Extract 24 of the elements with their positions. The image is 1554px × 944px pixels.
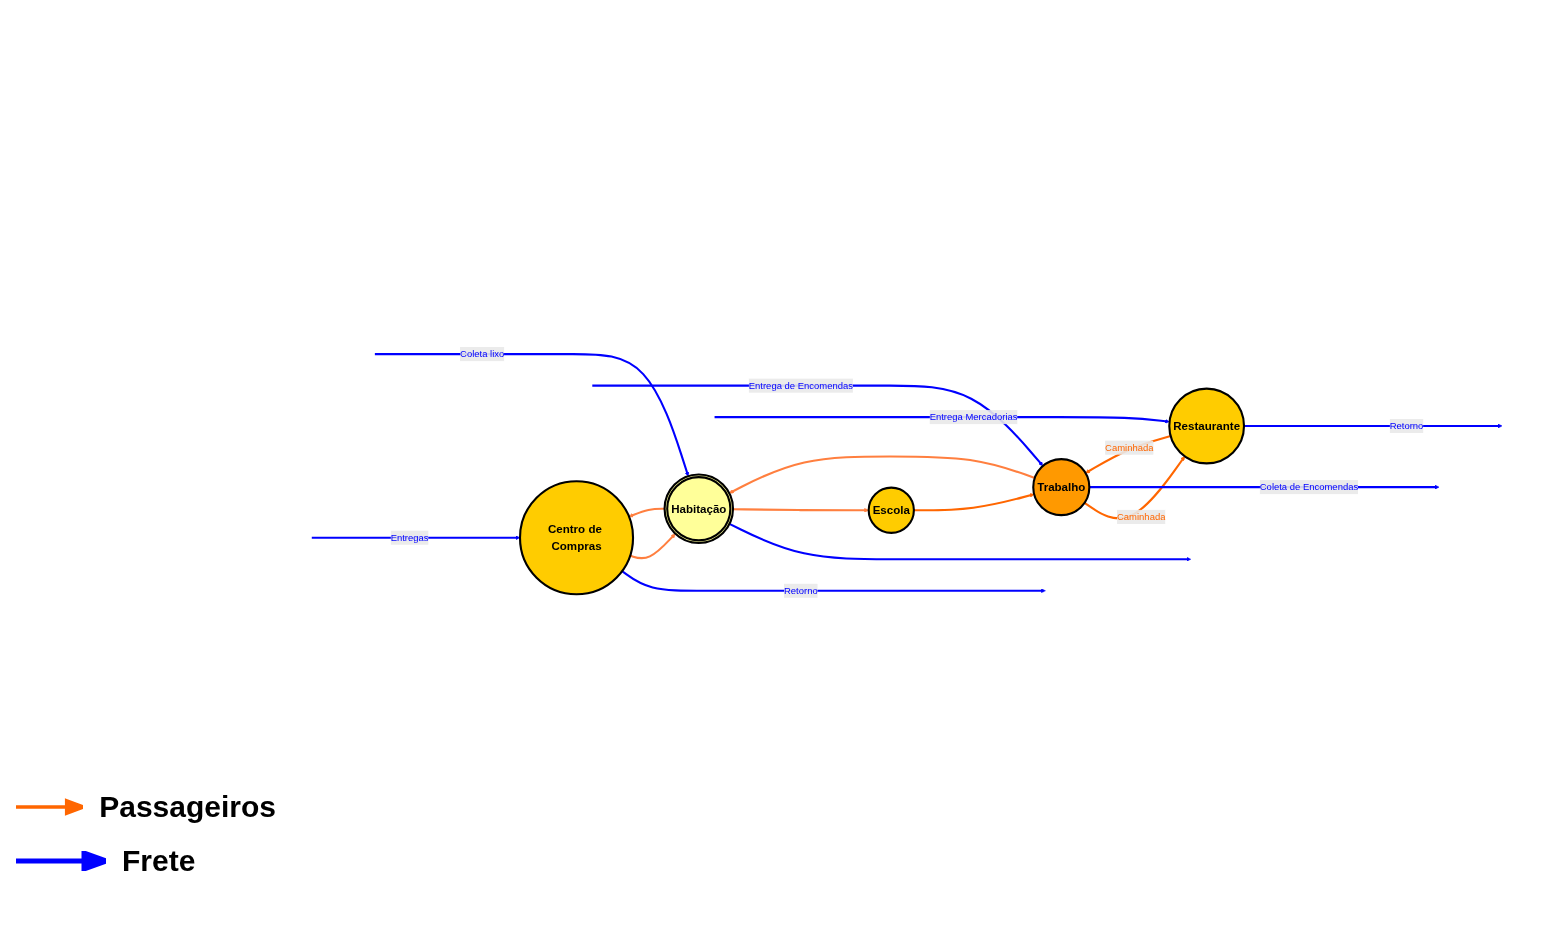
arrow [621, 569, 1046, 593]
arrow [732, 507, 869, 513]
edge-label: Entregas [390, 530, 429, 545]
arrow [729, 455, 1036, 493]
circle-node: Trabalho [1032, 457, 1091, 516]
edge-label: Retorno [784, 583, 818, 598]
circle-node: Habitação [663, 473, 735, 544]
circle-node: Escola [867, 486, 915, 534]
edge-label: Entrega Mercadorias [929, 409, 1018, 424]
arrow [628, 507, 665, 517]
edge-label: Entrega de Encomendas [748, 378, 853, 393]
edge-label: Retorno [1389, 418, 1424, 433]
legend-label: Passageiros [99, 790, 276, 824]
edge-label: Caminhada [1105, 440, 1154, 455]
arrow [374, 352, 690, 476]
edge-label: Coleta lixo [460, 346, 505, 361]
arrow [913, 492, 1035, 511]
circle-node: Restaurante [1168, 387, 1246, 464]
edge-label: Coleta de Encomendas [1259, 479, 1359, 494]
arrow [729, 522, 1192, 562]
circle-node: Centro de Compras [518, 479, 635, 595]
legend-label: Frete [122, 844, 196, 878]
arrow [629, 533, 676, 559]
edge-label: Caminhada [1117, 509, 1166, 524]
